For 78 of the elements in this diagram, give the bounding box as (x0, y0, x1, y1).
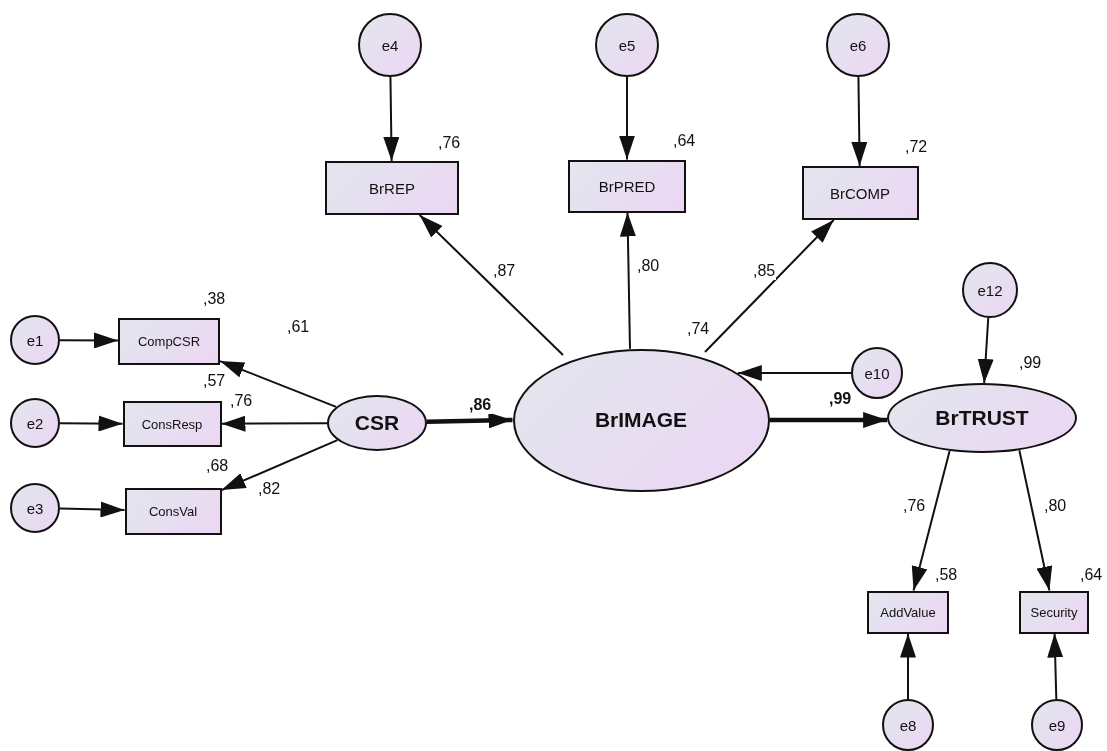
variable-label: CSR (354, 411, 400, 435)
error-circle (10, 483, 60, 533)
indicator-box (801, 166, 919, 220)
variable-label: BrTRUST (935, 406, 1029, 430)
error-circle (10, 315, 60, 365)
variable-label: ConsResp (141, 416, 203, 432)
error-circle (358, 13, 422, 77)
error-circle (1031, 699, 1083, 751)
coefficient-label: ,58 (935, 566, 958, 584)
edge-label: ,80 (636, 257, 661, 275)
error-circle (882, 699, 934, 751)
coefficient-label: ,76 (438, 134, 461, 152)
variable-label: e3 (26, 499, 44, 517)
coefficient-label: ,64 (673, 132, 696, 150)
indicator-box (118, 317, 220, 365)
variable-label: Security (1030, 604, 1078, 620)
indicator-box (122, 401, 222, 447)
edge-label: ,76 (902, 497, 927, 515)
error-circle (826, 13, 890, 77)
variable-label: CompCSR (137, 333, 201, 349)
variable-label: e12 (977, 281, 1003, 299)
arrow (426, 412, 513, 429)
indicator-box (1019, 590, 1089, 634)
coefficient-label: ,74 (687, 320, 710, 338)
edge-label: ,80 (1043, 497, 1068, 515)
arrow (418, 214, 564, 356)
coefficient-label: ,72 (905, 138, 928, 156)
variable-label: BrREP (369, 179, 415, 197)
arrow (736, 365, 852, 381)
latent-ellipse (327, 395, 427, 451)
edge-label: ,99 (828, 390, 853, 408)
edge-label: ,85 (752, 262, 777, 280)
arrow (619, 211, 636, 350)
indicator-box (325, 161, 459, 215)
edge-label: ,86 (468, 396, 493, 414)
coefficient-label: ,68 (206, 457, 229, 475)
edge-label: ,82 (257, 480, 282, 498)
variable-label: AddValue (880, 604, 936, 620)
error-circle (962, 262, 1018, 318)
variable-label: BrPRED (598, 177, 656, 195)
arrow (851, 76, 868, 167)
arrow (219, 360, 338, 408)
coefficient-label: ,64 (1080, 566, 1103, 584)
arrow (704, 219, 835, 353)
variable-label: e10 (864, 364, 890, 382)
arrow (900, 632, 916, 700)
arrow (383, 76, 400, 162)
variable-label: e2 (26, 414, 44, 432)
coefficient-label: ,99 (1019, 354, 1042, 372)
arrow (59, 332, 119, 349)
arrow (220, 439, 339, 492)
coefficient-label: ,57 (203, 372, 226, 390)
arrow (619, 76, 635, 161)
indicator-box (124, 487, 222, 535)
variable-label: e5 (618, 36, 636, 54)
edge-label: ,61 (286, 318, 311, 336)
edge-label: ,76 (229, 392, 254, 410)
arrow (977, 316, 994, 384)
variable-label: BrIMAGE (594, 408, 688, 432)
variable-label: e9 (1048, 716, 1066, 734)
arrow (59, 501, 126, 518)
indicator-box (867, 590, 949, 634)
arrow (1047, 632, 1064, 700)
variable-label: e8 (899, 716, 917, 734)
error-circle (10, 398, 60, 448)
variable-label: e4 (381, 36, 399, 54)
error-circle (595, 13, 659, 77)
arrow (59, 415, 124, 432)
edge-label: ,87 (492, 262, 517, 280)
variable-label: e1 (26, 331, 44, 349)
coefficient-label: ,38 (203, 290, 226, 308)
variable-label: e6 (849, 36, 867, 54)
variable-label: ConsVal (148, 503, 198, 519)
arrow (220, 415, 328, 432)
arrow (769, 412, 888, 428)
indicator-box (568, 159, 686, 213)
variable-label: BrCOMP (830, 184, 890, 202)
error-circle (851, 347, 903, 399)
